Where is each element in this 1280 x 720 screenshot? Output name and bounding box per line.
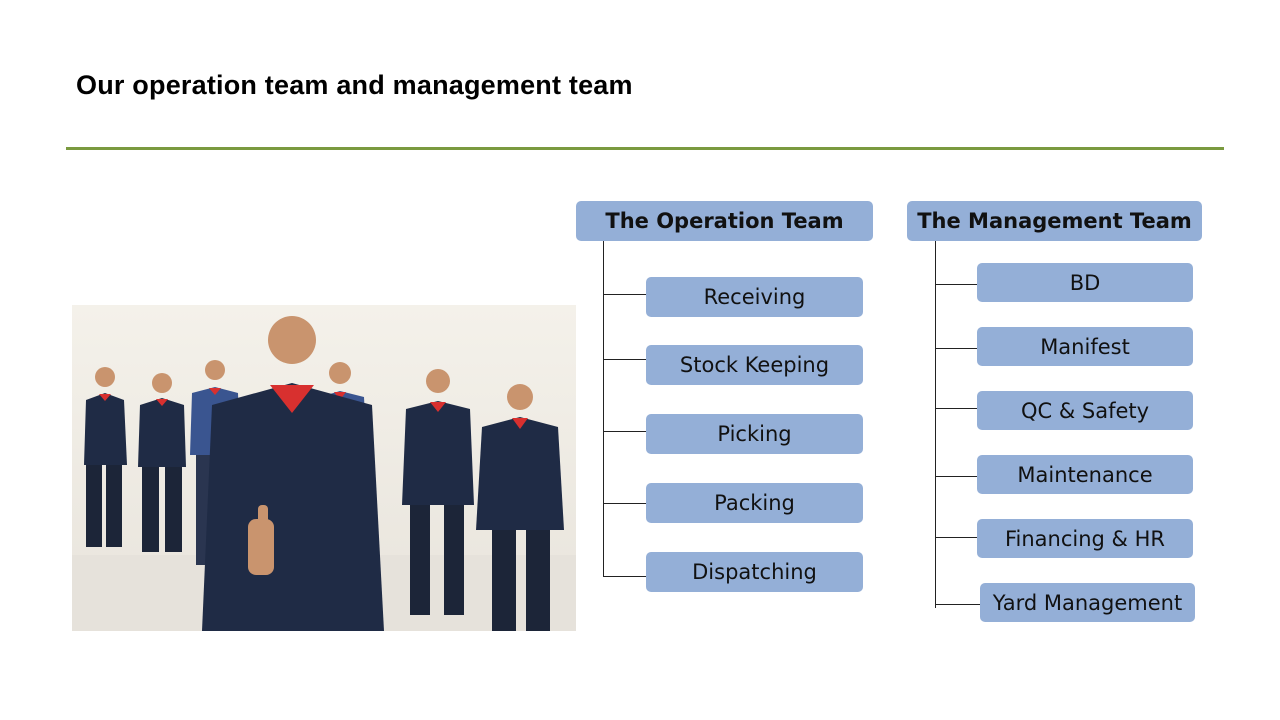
connector [935, 537, 977, 538]
worker-figure [84, 367, 127, 547]
team-photo [72, 305, 576, 631]
connector [935, 604, 980, 605]
connector [603, 294, 646, 295]
connector [935, 348, 977, 349]
connector [603, 431, 646, 432]
operation-item-picking: Picking [646, 414, 863, 454]
connector [603, 503, 646, 504]
operation-item-receiving: Receiving [646, 277, 863, 317]
connector [935, 476, 977, 477]
management-item-yard-management: Yard Management [980, 583, 1195, 622]
operation-item-dispatching: Dispatching [646, 552, 863, 592]
management-item-manifest: Manifest [977, 327, 1193, 366]
connector [603, 576, 646, 577]
title-divider [66, 147, 1224, 150]
operation-item-packing: Packing [646, 483, 863, 523]
management-team-trunk [935, 241, 936, 608]
management-team-header: The Management Team [907, 201, 1202, 241]
management-item-financing-hr: Financing & HR [977, 519, 1193, 558]
operation-team-header: The Operation Team [576, 201, 873, 241]
connector [935, 284, 977, 285]
management-item-bd: BD [977, 263, 1193, 302]
management-item-qc-safety: QC & Safety [977, 391, 1193, 430]
management-item-maintenance: Maintenance [977, 455, 1193, 494]
connector [935, 408, 977, 409]
slide-title: Our operation team and management team [76, 70, 633, 100]
connector [603, 359, 646, 360]
operation-team-trunk [603, 241, 604, 577]
operation-item-stock-keeping: Stock Keeping [646, 345, 863, 385]
